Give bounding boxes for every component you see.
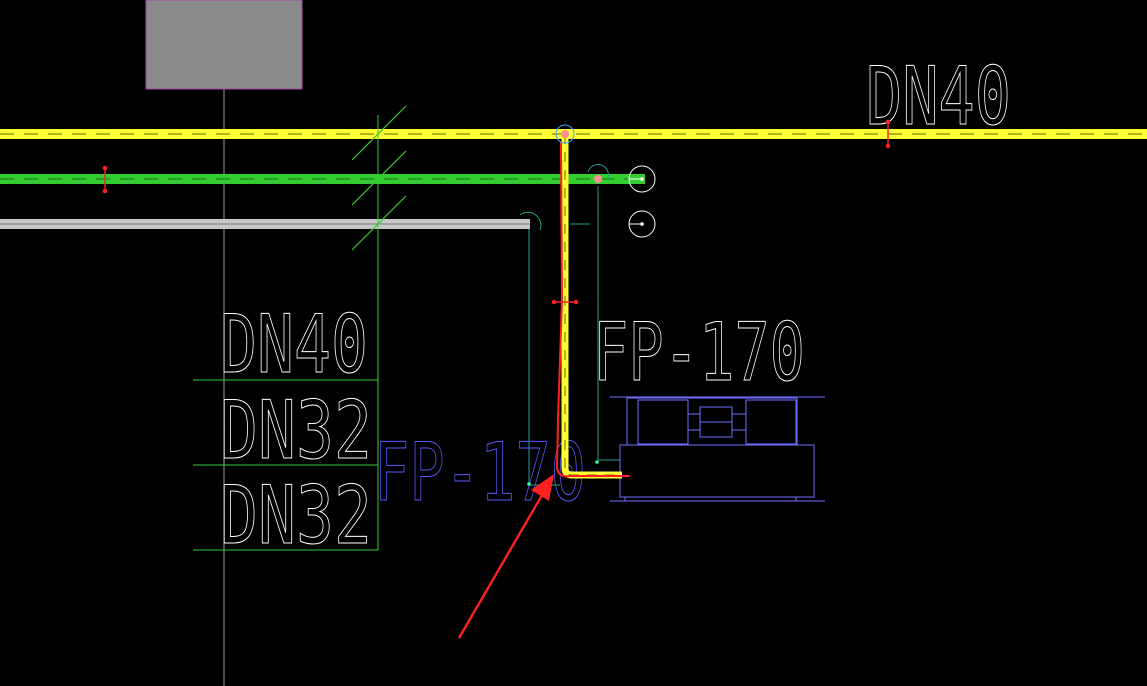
legend-label-dn40: DN40 bbox=[220, 298, 368, 391]
red-markup-trace bbox=[555, 141, 630, 478]
supply-pipe-size-label: DN40 bbox=[866, 50, 1011, 143]
legend-label-dn32-upper: DN32 bbox=[220, 384, 372, 477]
riser-symbol-upper[interactable] bbox=[628, 165, 656, 193]
teal-connector-lines bbox=[519, 164, 620, 486]
fan-coil-label-ghost: FP-170 bbox=[374, 426, 586, 519]
fan-coil-unit[interactable] bbox=[610, 396, 825, 502]
node-marker bbox=[595, 460, 599, 464]
condensate-pipe[interactable] bbox=[0, 219, 530, 229]
legend-label-dn32-lower: DN32 bbox=[220, 469, 372, 562]
tee-fitting-return[interactable] bbox=[594, 175, 602, 183]
legend-leader-lines bbox=[193, 115, 379, 551]
red-tick-marks bbox=[102, 119, 891, 305]
riser-symbol-lower[interactable] bbox=[628, 210, 656, 238]
return-pipe[interactable] bbox=[0, 174, 645, 184]
fan-coil-label: FP-170 bbox=[593, 306, 805, 399]
annotation-arrow bbox=[457, 474, 554, 639]
pipe-break-marks bbox=[351, 105, 407, 251]
structural-column[interactable] bbox=[145, 0, 303, 90]
tee-fitting-supply[interactable] bbox=[555, 124, 575, 144]
node-marker bbox=[527, 482, 531, 486]
